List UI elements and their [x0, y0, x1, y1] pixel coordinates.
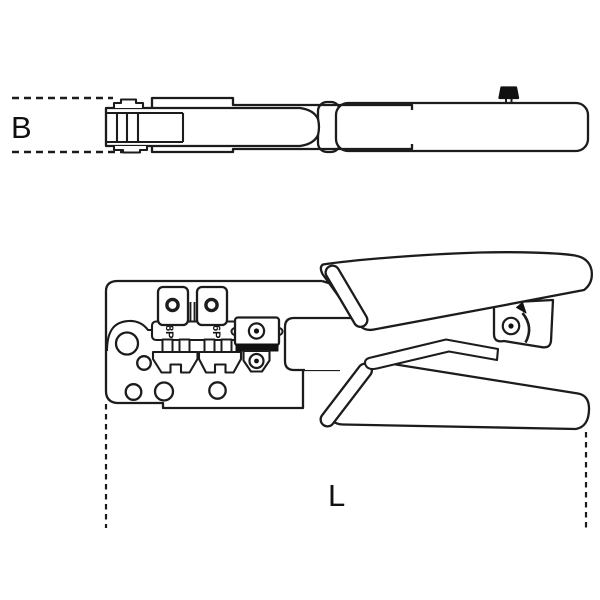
- upper-plate-edge: [150, 96, 414, 110]
- top-view: B: [11, 86, 590, 154]
- side-view: 8P 6P: [104, 251, 593, 528]
- lever-lobe: [105, 319, 154, 352]
- handle-grip-top-view: [334, 101, 590, 153]
- head-outline: [104, 279, 340, 410]
- head-hole-small: [136, 355, 152, 371]
- die-block-divider: [189, 302, 196, 322]
- spring-link: [363, 338, 500, 371]
- cutter-screw-dot: [253, 328, 260, 334]
- head-hole: [153, 381, 175, 402]
- upper-grip-end-cap: [324, 264, 369, 328]
- bracket-screw-dot: [254, 358, 259, 364]
- rotation-arrow-head: [516, 302, 527, 314]
- die-label-8p: 8P: [163, 325, 175, 338]
- die-bump-top: [112, 98, 145, 108]
- head-hole-large: [114, 331, 140, 356]
- dimension-label-b: B: [11, 110, 32, 145]
- pivot-body-outline: [283, 316, 398, 372]
- frame-band: [104, 106, 321, 148]
- pivot-screw-dot: [508, 323, 514, 329]
- dimension-label-l: L: [328, 478, 345, 513]
- die-label-6p: 6P: [210, 325, 222, 338]
- die-tab: [203, 338, 216, 354]
- die-cavity-6p: [197, 350, 243, 374]
- die-tab: [220, 338, 233, 354]
- head-hole: [208, 381, 227, 400]
- die-tab: [161, 338, 174, 354]
- die-tab: [178, 338, 191, 354]
- die-cavity-8p: [151, 350, 199, 374]
- ratchet-flap: [492, 298, 555, 349]
- frame-inner-lines: [107, 111, 185, 144]
- rotation-arrow: [521, 312, 531, 344]
- head-hole: [124, 383, 143, 401]
- adjustment-knob: [498, 86, 520, 100]
- lower-plate-edge: [150, 144, 414, 154]
- lower-grip-end-cap: [319, 362, 373, 428]
- die-block-6p-ring: [204, 297, 219, 313]
- die-bump-bottom: [112, 146, 149, 154]
- die-block-8p-ring: [165, 297, 180, 313]
